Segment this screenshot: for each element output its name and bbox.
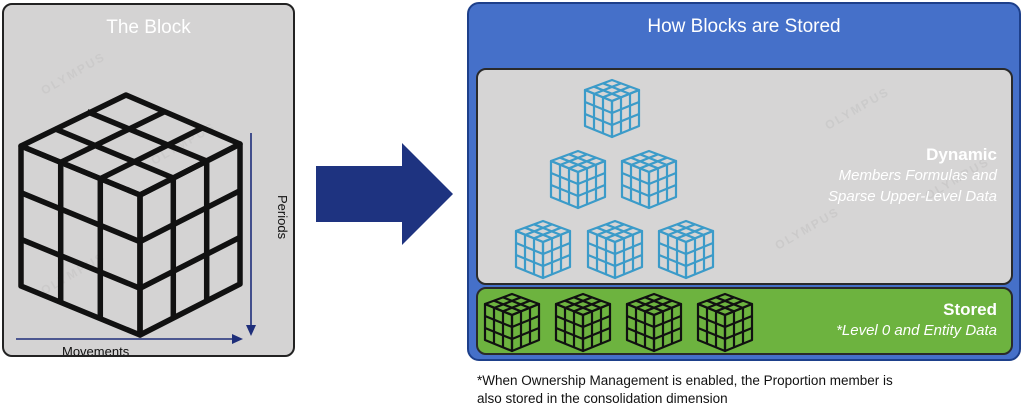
footnote-line1: *When Ownership Management is enabled, t… — [477, 373, 893, 388]
stored-label-group: Stored *Level 0 and Entity Data — [836, 300, 997, 339]
stored-cube-icon — [483, 292, 541, 353]
block-cube-diagram: Periods Movements — [16, 92, 290, 357]
stored-section: Stored *Level 0 and Entity Data — [476, 287, 1013, 355]
footnote: *When Ownership Management is enabled, t… — [477, 372, 1017, 408]
block-panel: OLYMPUS OLYMPUS OLYMPUS The Block — [2, 3, 295, 357]
dynamic-cube-icon — [586, 219, 644, 280]
footnote-line2: also stored in the consolidation dimensi… — [477, 391, 728, 406]
periods-axis-label: Periods — [275, 195, 290, 240]
stored-cube-icon — [696, 292, 754, 353]
stored-cube-icon — [554, 292, 612, 353]
cube-left-face — [18, 143, 143, 338]
dynamic-cube-icon — [657, 219, 715, 280]
periods-axis-arrow — [246, 133, 256, 336]
stored-cube-icon — [625, 292, 683, 353]
dynamic-cube-icon — [583, 78, 641, 139]
movements-axis-arrow — [16, 334, 243, 344]
movements-axis-label: Movements — [62, 344, 130, 357]
dynamic-heading: Dynamic — [926, 145, 997, 164]
storage-panel: How Blocks are Stored OLYMPUS OLYMPUS OL… — [467, 2, 1021, 361]
transition-arrow-icon — [316, 143, 453, 245]
dynamic-description-line2: Sparse Upper-Level Data — [828, 188, 997, 205]
dynamic-section: OLYMPUS OLYMPUS OLYMPUS — [476, 68, 1013, 285]
dynamic-cube-icon — [514, 219, 572, 280]
dynamic-cube-icon — [620, 149, 678, 210]
stored-heading: Stored — [943, 300, 997, 319]
watermark-layer: OLYMPUS OLYMPUS OLYMPUS — [773, 84, 993, 252]
block-panel-title: The Block — [106, 17, 191, 38]
dynamic-label-group: Dynamic Members Formulas and Sparse Uppe… — [828, 145, 997, 207]
dynamic-cube-icon — [549, 149, 607, 210]
dynamic-description-line1: Members Formulas and — [838, 167, 997, 184]
stored-description: *Level 0 and Entity Data — [836, 322, 997, 339]
storage-panel-title: How Blocks are Stored — [647, 16, 841, 37]
cube-icon — [18, 92, 243, 338]
